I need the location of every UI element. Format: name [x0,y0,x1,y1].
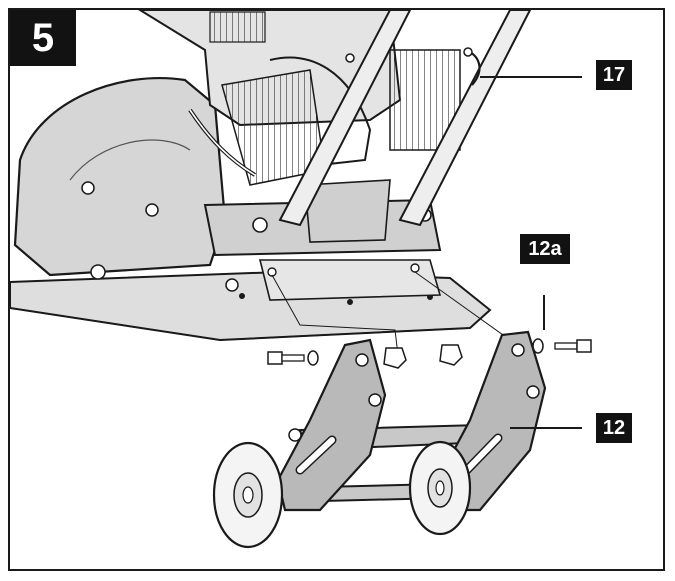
wheel-right [408,440,472,536]
mounting-bracket [258,259,442,301]
handle-frame [278,10,532,227]
bolt-left [267,351,305,365]
washer-left [307,350,319,366]
hardware-row [267,338,592,369]
callout-17: 17 [596,60,632,90]
callout-12: 12 [596,413,632,443]
step-number-badge: 5 [10,10,76,66]
nut-left [383,347,407,369]
engine-block [138,10,461,257]
assembly-guides [271,271,511,356]
nut-right [439,344,463,366]
diagram-frame: 5 17 12a 12 [8,8,665,571]
wheel-kit [212,330,547,549]
belt-guard [13,77,239,292]
assembly-illustration [10,10,592,549]
callout-12a: 12a [520,234,570,264]
wheel-left [212,441,284,549]
bolt-right [554,339,592,353]
leader-lines [480,76,582,429]
